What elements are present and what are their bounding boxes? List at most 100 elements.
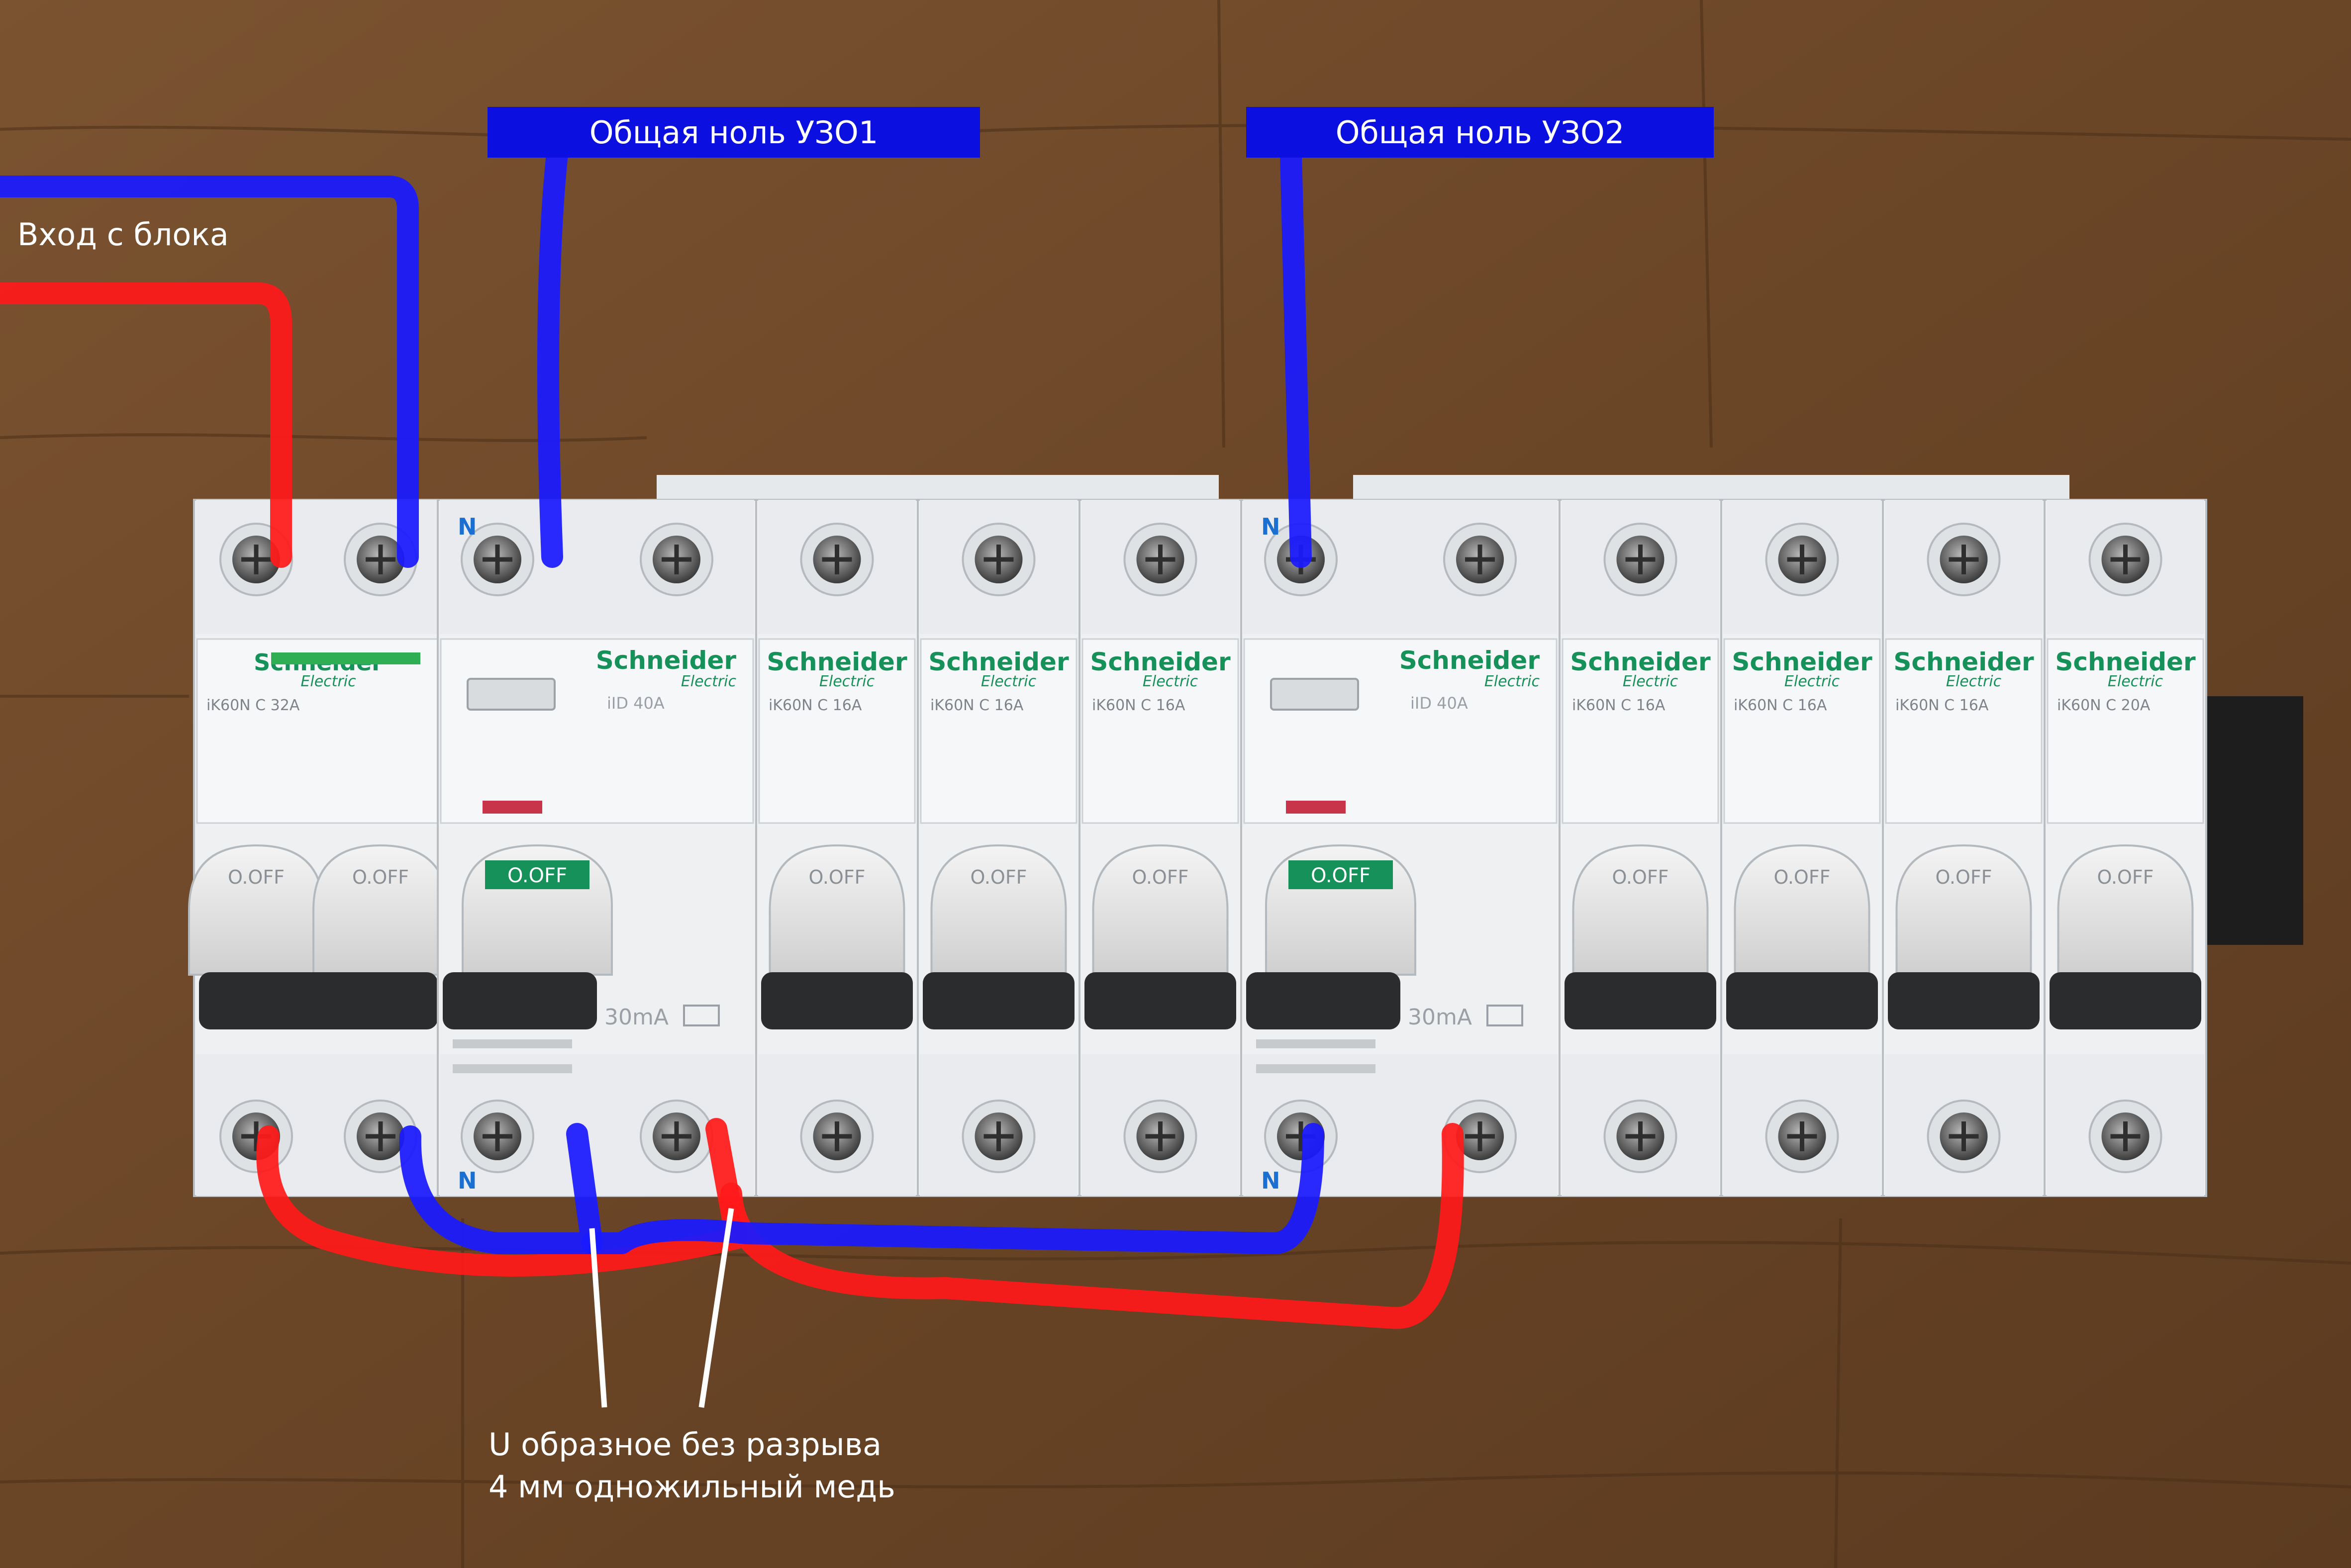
n-mark-bottom: N xyxy=(458,1167,477,1194)
toggle-lever xyxy=(2057,844,2194,976)
screw-slot xyxy=(2110,545,2141,574)
off-window xyxy=(1288,860,1393,889)
off-label: O.OFF xyxy=(1935,866,1992,888)
brand-sub: Electric xyxy=(981,673,1037,690)
black-handle-clip xyxy=(761,972,913,1029)
screw-slot xyxy=(366,1121,395,1151)
ac-type-icon xyxy=(1486,1005,1523,1026)
brand-sub: Electric xyxy=(300,673,356,690)
off-label: O.OFF xyxy=(228,866,285,888)
label-note-line1: U образное без разрыва xyxy=(489,1426,882,1463)
trip-indicator xyxy=(1286,801,1346,814)
wood-grain-line xyxy=(1834,1218,1842,1568)
end-stop-black xyxy=(2204,696,2303,945)
label-panel xyxy=(920,638,1078,824)
test-button xyxy=(1270,678,1359,711)
brand-sub: Electric xyxy=(681,673,737,690)
model-text: iK60N C 16A xyxy=(1572,697,1665,714)
screw-slot xyxy=(483,1121,512,1151)
screw-slot xyxy=(1625,1121,1656,1151)
off-label: O.OFF xyxy=(1132,866,1188,888)
neutral-wire xyxy=(0,176,419,568)
n-mark-top: N xyxy=(458,513,477,540)
black-handle-clip xyxy=(2050,972,2201,1029)
brand-sub: Electric xyxy=(1623,673,1678,690)
pointer-line-left xyxy=(589,1228,607,1408)
screw-slot xyxy=(1465,545,1495,574)
brand-sub: Electric xyxy=(1784,673,1840,690)
model-text: iID 40A xyxy=(607,694,665,713)
black-handle-clip xyxy=(1246,972,1400,1029)
model-text: iK60N C 16A xyxy=(769,697,862,714)
brand-sub: Electric xyxy=(2108,673,2163,690)
brand-logo: Schneider xyxy=(2055,647,2196,676)
label-panel xyxy=(1243,638,1558,824)
sensitivity-text: 30mA xyxy=(1408,1005,1472,1030)
screw-slot xyxy=(662,1121,691,1151)
label-note-line2: 4 мм одножильный медь xyxy=(489,1469,895,1505)
brand-logo: Schneider xyxy=(1732,647,1872,676)
toggle-lever xyxy=(1572,844,1709,976)
screw-slot xyxy=(483,545,512,574)
label-input-from-block: Вход с блока xyxy=(17,216,229,253)
off-label: O.OFF xyxy=(808,866,865,888)
black-handle-clip xyxy=(1888,972,2040,1029)
screw-slot xyxy=(1787,545,1817,574)
black-handle-clip xyxy=(1084,972,1236,1029)
test-button xyxy=(467,678,556,711)
off-label: O.OFF xyxy=(2097,866,2154,888)
brand-logo: Schneider xyxy=(767,647,907,676)
model-text: iK60N C 16A xyxy=(1895,697,1989,714)
ac-type-icon xyxy=(683,1005,720,1026)
off-label: O.OFF xyxy=(1612,866,1668,888)
phase-wire xyxy=(720,1123,1464,1329)
stripe xyxy=(453,1064,572,1073)
brand-sub: Electric xyxy=(1484,673,1540,690)
screw-slot xyxy=(1625,545,1656,574)
off-window xyxy=(485,860,589,889)
neutral-wire xyxy=(581,1123,1324,1254)
green-bar xyxy=(271,652,420,664)
toggle-lever xyxy=(769,844,905,976)
brand-logo: Schneider xyxy=(1570,647,1711,676)
brand-logo: Schneider xyxy=(1090,647,1231,676)
sensitivity-text: 30mA xyxy=(604,1005,669,1030)
off-label: O.OFF xyxy=(1311,864,1371,887)
off-label: O.OFF xyxy=(507,864,567,887)
brand-sub: Electric xyxy=(1946,673,2002,690)
stripe xyxy=(1256,1064,1375,1073)
phase-wire xyxy=(256,1118,747,1277)
brand-sub: Electric xyxy=(819,673,875,690)
label-panel xyxy=(2047,638,2204,824)
screw-slot xyxy=(241,545,271,574)
screw-slot xyxy=(1145,1121,1176,1151)
model-text: iK60N C 16A xyxy=(930,697,1024,714)
phase-wire xyxy=(0,282,292,568)
label-panel xyxy=(440,638,754,824)
toggle-lever xyxy=(1092,844,1229,976)
toggle-lever xyxy=(930,844,1067,976)
off-label: O.OFF xyxy=(352,866,409,888)
wood-grain-line xyxy=(0,1471,2351,1488)
screw-slot xyxy=(822,545,852,574)
n-mark-bottom: N xyxy=(1261,1167,1280,1194)
label-panel xyxy=(758,638,916,824)
label-neutral-rcd2: Общая ноль УЗО2 xyxy=(1246,107,1714,158)
toggle-lever xyxy=(1895,844,2032,976)
neutral-wire xyxy=(1280,143,1312,568)
brand-logo: Schneider xyxy=(1893,647,2034,676)
model-text: iK60N C 16A xyxy=(1734,697,1827,714)
screw-slot xyxy=(2110,1121,2141,1151)
off-label: O.OFF xyxy=(970,866,1027,888)
screw-slot xyxy=(983,545,1014,574)
black-handle-clip xyxy=(1726,972,1878,1029)
